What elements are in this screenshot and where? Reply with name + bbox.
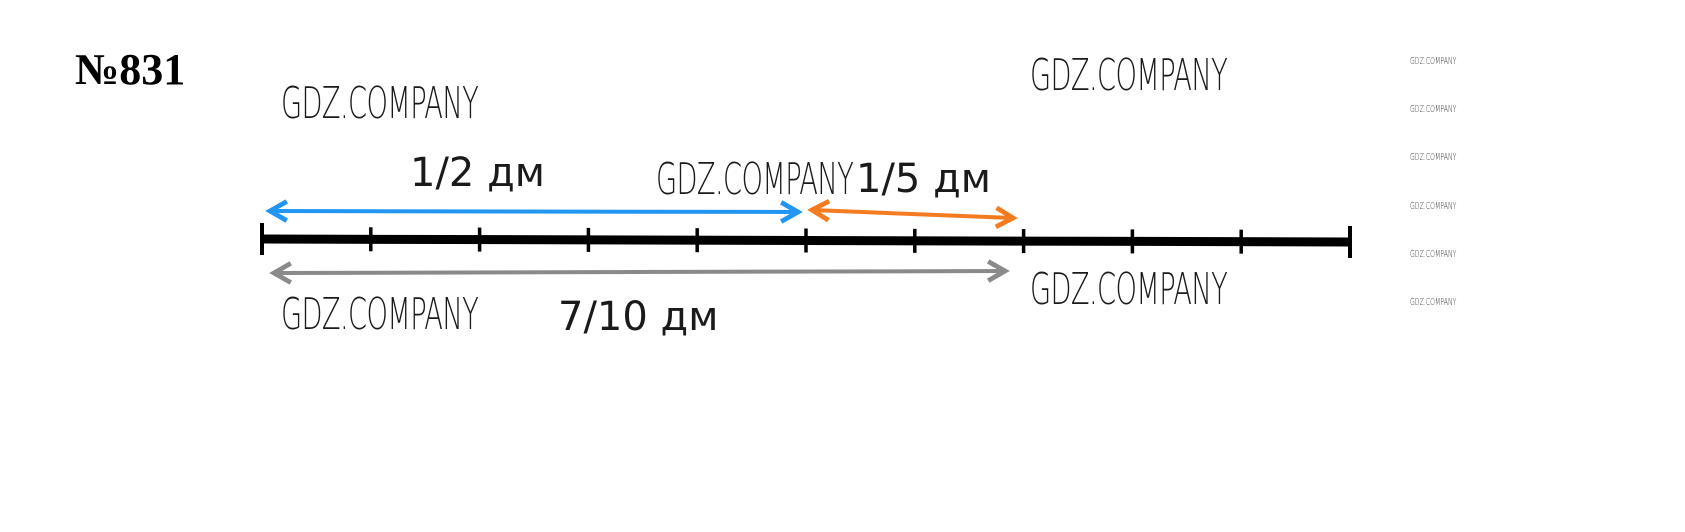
segment-arrow-seven-tenths (269, 259, 1010, 285)
segment-arrow-half (265, 199, 803, 224)
segment-label-fifth: 1/5 дм (856, 156, 991, 202)
watermark: GDZ.COMPANY (1030, 264, 1228, 315)
watermark: GDZ.COMPANY (281, 78, 479, 129)
watermark-small: GDZ.COMPANY (1410, 56, 1457, 67)
problem-number: №831 (75, 45, 186, 94)
watermark-small: GDZ.COMPANY (1410, 201, 1457, 212)
watermark: GDZ.COMPANY (656, 154, 854, 205)
segment-label-half: 1/2 дм (410, 150, 545, 196)
watermark-small: GDZ.COMPANY (1410, 297, 1457, 308)
watermark-small: GDZ.COMPANY (1410, 249, 1457, 260)
segment-arrow-fifth (807, 198, 1018, 230)
watermark-small: GDZ.COMPANY (1410, 152, 1457, 163)
watermark: GDZ.COMPANY (1030, 50, 1228, 101)
watermark: GDZ.COMPANY (281, 289, 479, 340)
segment-label-seven-tenths: 7/10 дм (558, 294, 718, 340)
ruler-ticks (260, 223, 1352, 258)
watermark-small: GDZ.COMPANY (1410, 104, 1457, 115)
